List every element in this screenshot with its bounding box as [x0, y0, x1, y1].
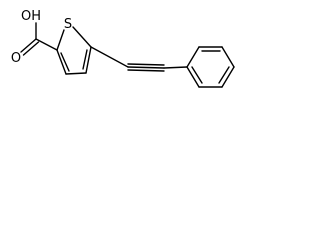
hydroxyl-label: OH: [21, 9, 41, 24]
molecule-structure: OH O S: [11, 9, 235, 88]
bond-c5-alkyne: [90, 46, 129, 68]
bond-c4-c5: [85, 46, 92, 74]
bond-c3-c4: [65, 72, 87, 75]
structure-canvas: OH O S: [0, 0, 252, 115]
bond-c2-s: [56, 29, 65, 51]
bond-s-c5: [72, 26, 92, 48]
bond-c-o-double-b: [22, 41, 40, 56]
bond-lines: [20, 22, 235, 88]
bond-alkyne-phenyl: [163, 66, 188, 69]
bond-triple-lower: [127, 69, 165, 72]
bond-ph-inner-b: [218, 66, 230, 84]
bond-ph-1-2: [186, 46, 200, 68]
bond-ph-3-4: [221, 46, 235, 68]
bond-ph-6-1: [186, 66, 200, 88]
bond-triple-upper: [127, 63, 165, 66]
sulfur-label: S: [64, 17, 72, 32]
bond-c2-c3-inner: [60, 52, 70, 72]
bond-c-o-double-a: [20, 38, 37, 53]
bond-ph-4-5: [221, 66, 235, 88]
bond-c4-c5-inner: [82, 49, 88, 70]
bond-ph-inner-c: [191, 66, 203, 84]
bond-c-c2: [35, 38, 58, 51]
bond-c2-c3: [56, 49, 67, 75]
carbonyl-oxygen-label: O: [11, 51, 21, 66]
bond-triple-center: [127, 66, 165, 69]
